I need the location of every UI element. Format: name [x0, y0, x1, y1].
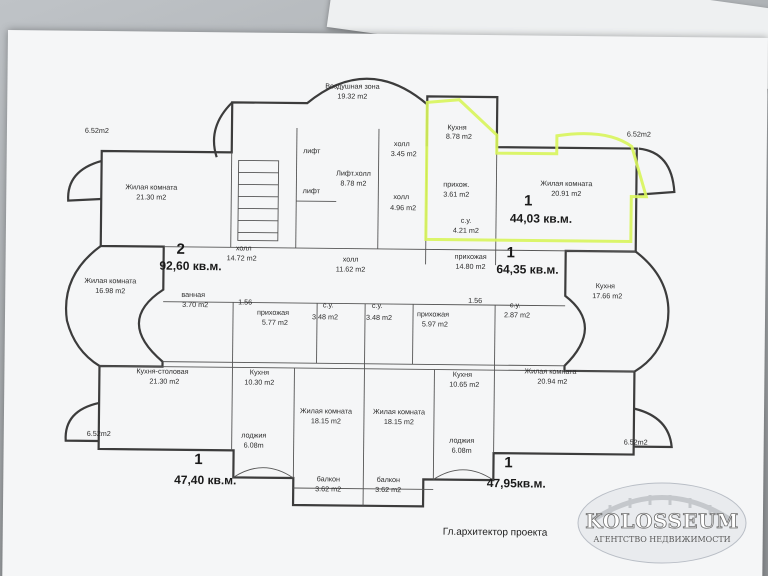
room-name: Жилая комната — [373, 407, 425, 417]
room-name: Кухня-столовая — [136, 366, 188, 376]
apartment-highlight — [424, 98, 649, 244]
room-name: прихожая — [455, 252, 487, 261]
room-area: 6.08m — [452, 446, 472, 455]
room-area: 1.56 — [238, 297, 252, 306]
room-area: 2.87 m2 — [504, 310, 530, 319]
logo-wordmark: KOLOSSEUM — [585, 509, 739, 533]
room-area: 3.61 m2 — [443, 190, 469, 199]
room-area: 14.72 m2 — [227, 253, 257, 262]
apartment-area: 92,60 кв.м. — [159, 259, 221, 274]
room-name: Кухня — [596, 281, 615, 290]
floor-plan-drawing: Воздушная зона 19.32 m2 Кухня 8.78 m2 хо… — [64, 77, 676, 539]
room-name: с.у. — [510, 300, 521, 309]
room-name: с.у. — [372, 301, 383, 310]
room-area: 3.70 m2 — [182, 300, 208, 309]
room-name: Воздушная зона — [325, 81, 380, 91]
kolosseum-logo: KOLOSSEUM АГЕНТСТВО НЕДВИЖИМОСТИ — [577, 482, 747, 564]
room-name: прихож. — [443, 180, 469, 189]
bay-area: 6.52m2 — [624, 437, 648, 446]
room-area: 8.78 m2 — [340, 178, 366, 187]
room-name: прихожая — [417, 309, 449, 318]
room-name: лифт — [303, 146, 321, 155]
room-area: 3.62 m2 — [315, 484, 341, 493]
room-area: 3.45 m2 — [391, 149, 417, 158]
room-name: Лифт.холл — [336, 168, 371, 177]
room-area: 1.56 — [468, 296, 482, 305]
room-area: 6.08m — [244, 440, 264, 449]
room-area: 10.65 m2 — [449, 380, 479, 389]
room-area: 16.98 m2 — [95, 286, 125, 295]
room-name: лоджия — [241, 430, 266, 439]
architect-caption: Гл.архитектор проекта — [443, 527, 548, 539]
room-area: 3.48 m2 — [312, 312, 338, 321]
room-area: 4.21 m2 — [453, 226, 479, 235]
room-area: 18.15 m2 — [311, 416, 341, 425]
room-name: Жилая комната — [84, 276, 136, 286]
room-name: Жилая комната — [524, 366, 576, 376]
room-name: с.у. — [323, 300, 334, 309]
room-area: 21.30 m2 — [149, 376, 179, 385]
room-area: 4.96 m2 — [390, 203, 416, 212]
room-area: 5.77 m2 — [262, 318, 288, 327]
plan-walls — [64, 77, 676, 508]
room-name: Кухня — [447, 123, 466, 132]
room-area: 8.78 m2 — [446, 132, 472, 141]
apartment-rooms: 1 — [506, 244, 515, 261]
room-area: 21.30 m2 — [136, 192, 166, 201]
room-name: балкон — [317, 474, 340, 483]
logo-subtitle: АГЕНТСТВО НЕДВИЖИМОСТИ — [593, 535, 730, 544]
room-labels: Воздушная зона 19.32 m2 Кухня 8.78 m2 хо… — [84, 81, 651, 494]
room-name: лоджия — [449, 436, 474, 445]
apartment-rooms: 1 — [504, 454, 513, 471]
bay-area: 6.52m2 — [87, 429, 111, 438]
room-area: 10.30 m2 — [244, 377, 274, 386]
room-area: 18.15 m2 — [384, 417, 414, 426]
room-name: балкон — [377, 475, 400, 484]
room-area: 19.32 m2 — [337, 91, 367, 100]
room-name: лифт — [303, 186, 321, 195]
room-name: холл — [343, 255, 359, 264]
room-area: 20.91 m2 — [551, 189, 581, 198]
room-name: Жилая комната — [300, 406, 352, 416]
apartment-area: 64,35 кв.м. — [496, 262, 558, 277]
room-area: 17.66 m2 — [592, 291, 622, 300]
room-area: 20.94 m2 — [537, 377, 567, 386]
floor-plan-sheet: Воздушная зона 19.32 m2 Кухня 8.78 m2 хо… — [2, 30, 768, 576]
apartment-rooms: 1 — [524, 192, 533, 209]
room-name: Кухня — [453, 370, 472, 379]
apartment-area: 44,03 кв.м. — [510, 211, 572, 226]
room-name: холл — [394, 139, 410, 148]
apartment-rooms: 2 — [176, 241, 185, 258]
room-area: 3.48 m2 — [366, 313, 392, 322]
room-area: 5.97 m2 — [422, 319, 448, 328]
apartment-area: 47,95кв.м. — [487, 476, 546, 491]
apartment-area: 47,40 кв.м. — [174, 473, 236, 488]
apartment-totals: 1 44,03 кв.м. 2 92,60 кв.м. 1 64,35 кв.м… — [159, 192, 572, 491]
room-name: Кухня — [250, 368, 269, 377]
room-name: холл — [236, 243, 252, 252]
room-name: прихожая — [257, 308, 289, 317]
bay-area: 6.52m2 — [85, 126, 109, 135]
room-area: 11.62 m2 — [336, 264, 366, 273]
room-name: холл — [393, 192, 409, 201]
bay-area: 6.52m2 — [627, 129, 651, 138]
room-area: 14.80 m2 — [456, 262, 486, 271]
room-name: Жилая комната — [125, 182, 177, 192]
room-name: с.у. — [461, 216, 472, 225]
room-name: Жилая комната — [540, 179, 592, 189]
apartment-rooms: 1 — [194, 451, 203, 468]
room-area: 3.62 m2 — [375, 485, 401, 494]
room-name: ванная — [181, 290, 205, 299]
